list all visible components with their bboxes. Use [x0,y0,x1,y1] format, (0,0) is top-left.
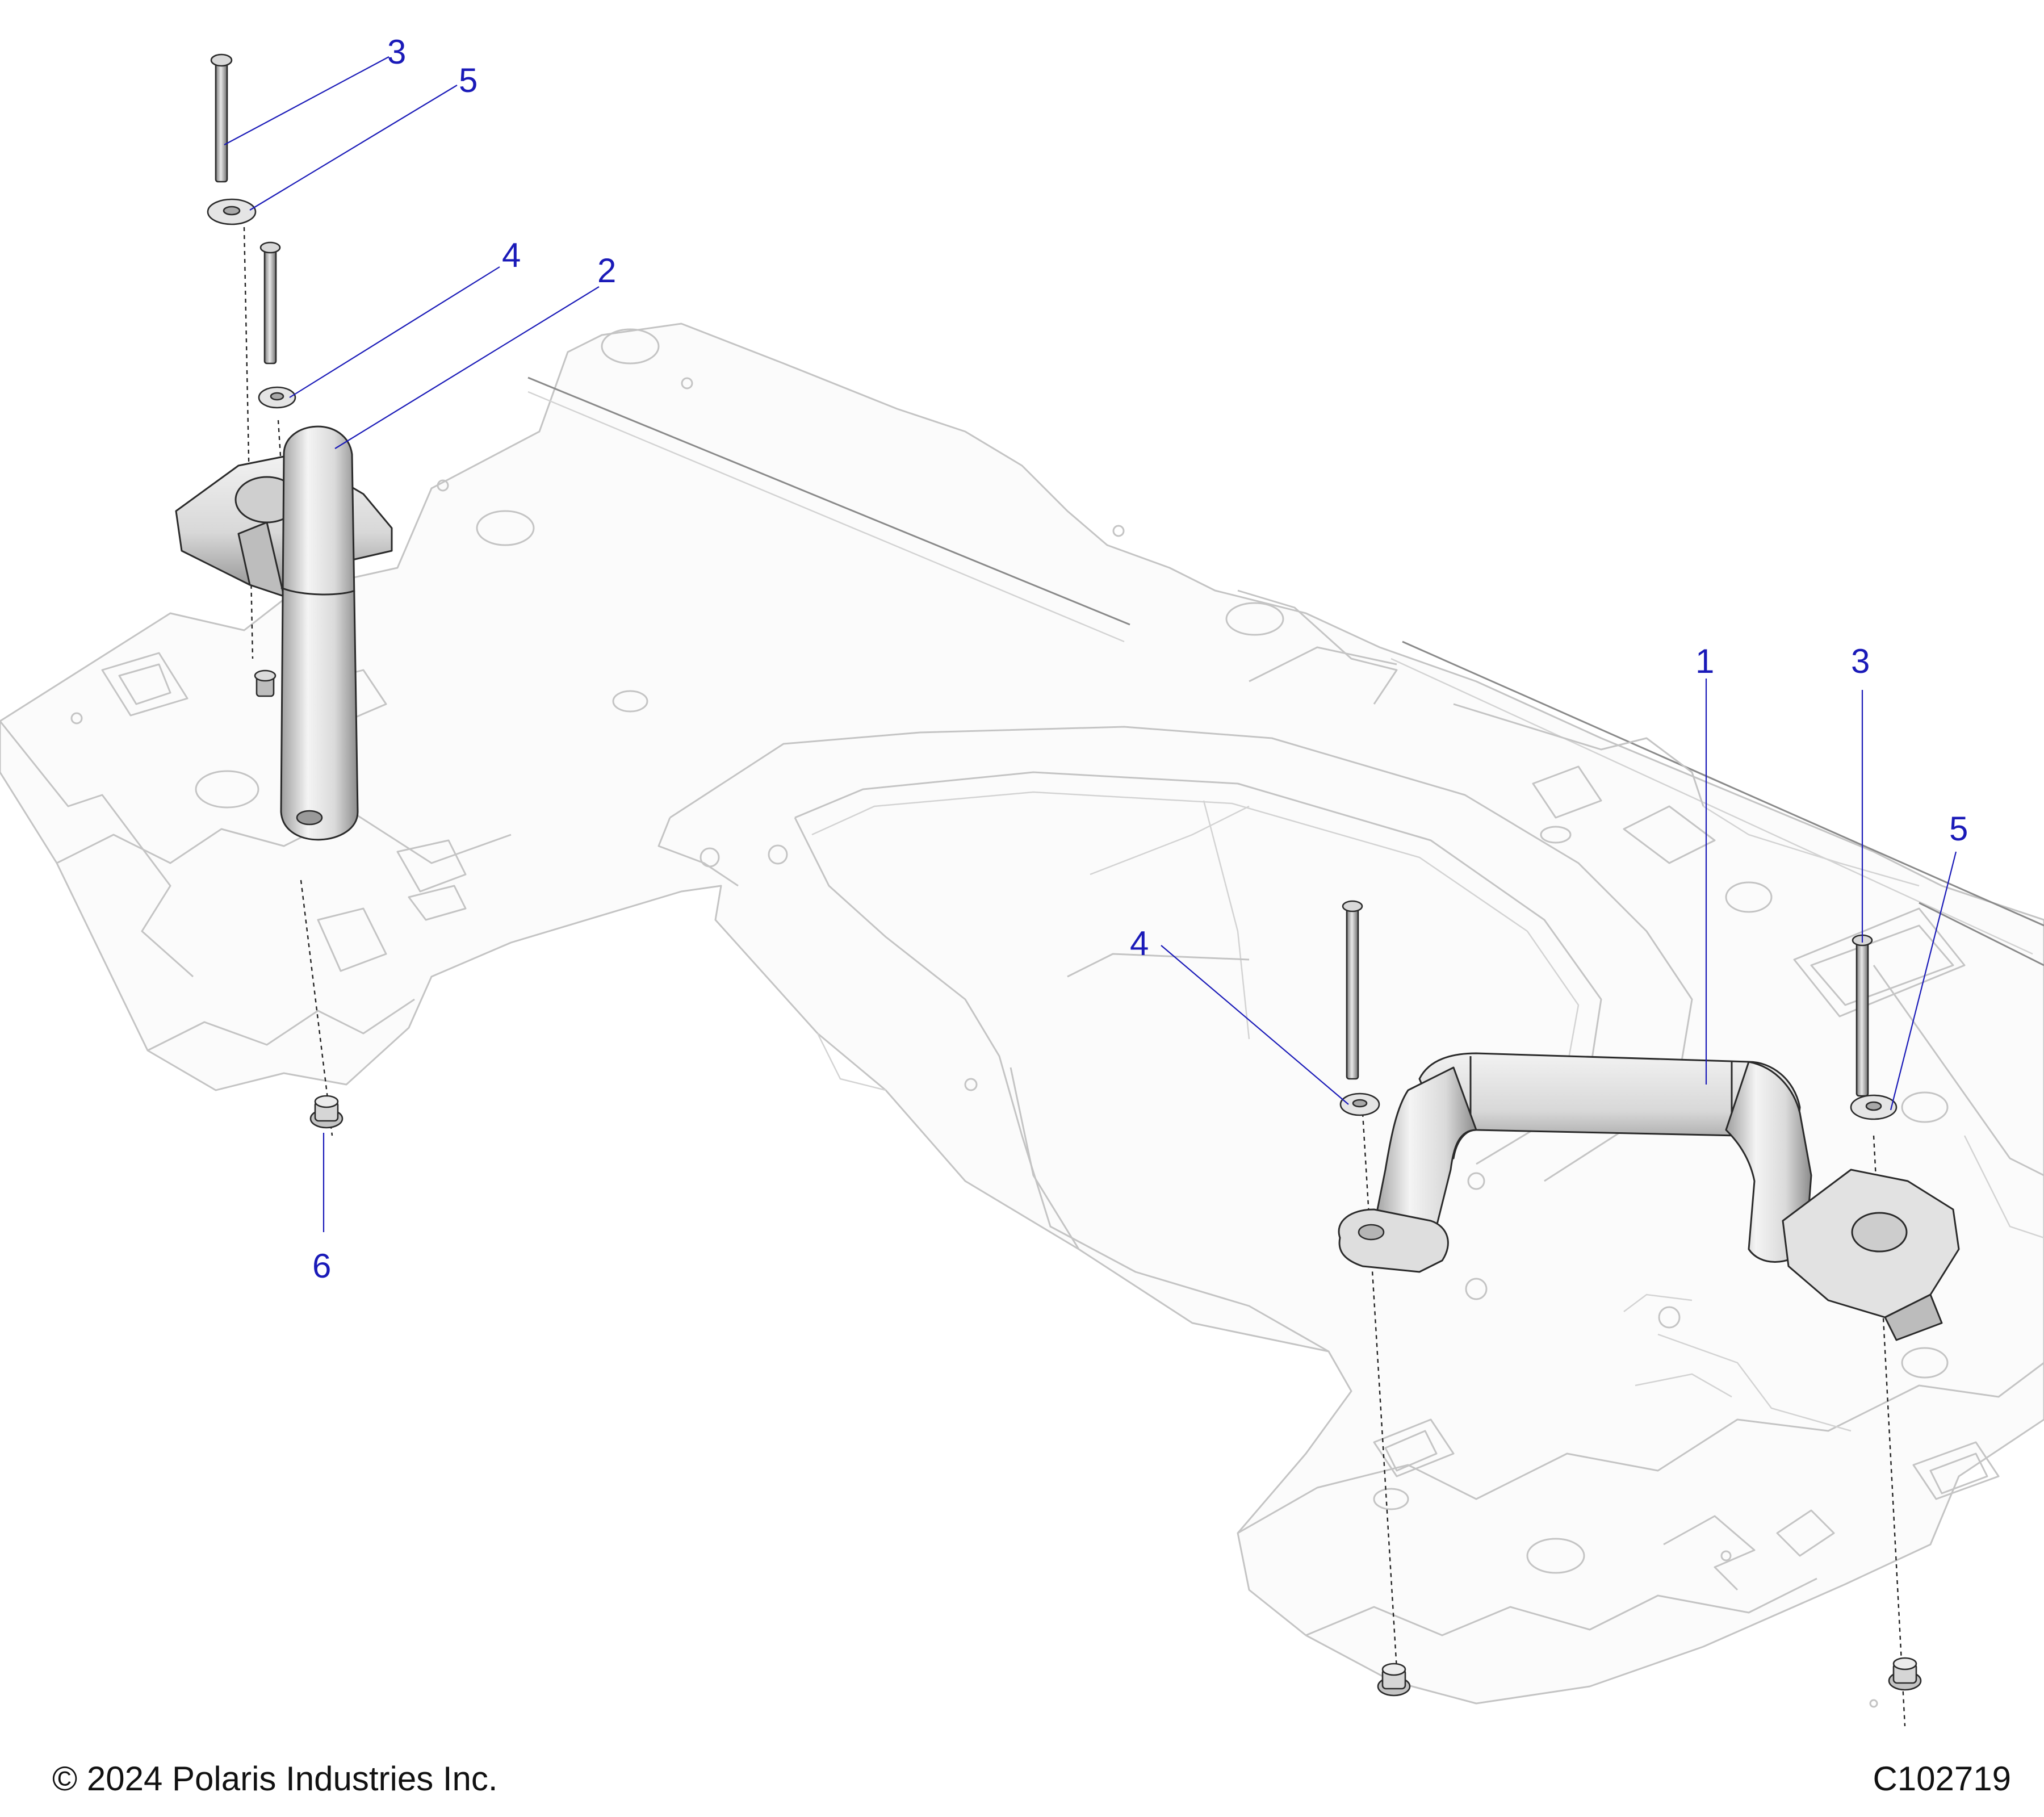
washer-upper-left [207,198,257,225]
nut-left-lower-pad [254,669,277,697]
flange-nut-right [1888,1657,1922,1691]
bolt-short-upper-left [259,241,281,365]
washer-small-upper-left [258,386,296,409]
bolt-long-upper-left [210,53,233,183]
washer-right [1850,1094,1898,1120]
rack-frame-ghost [0,323,2044,1708]
drawing-number: C102719 [1873,1760,2011,1798]
leader-lines [224,56,1957,1232]
callout-4-upper: 4 [502,236,521,274]
callout-5-top: 5 [459,61,478,99]
callout-1: 1 [1695,642,1714,680]
flange-nut-left [309,1095,344,1129]
callout-3-right: 3 [1851,642,1870,680]
callout-3-top: 3 [387,33,406,71]
grab-handle-right-part-1 [1338,1052,1960,1341]
washer-middle [1339,1092,1380,1116]
callout-4-middle: 4 [1130,924,1149,962]
callout-5-right: 5 [1949,810,1968,848]
copyright-notice: © 2024 Polaris Industries Inc. [52,1760,498,1798]
bolt-middle [1342,900,1363,1080]
callout-6: 6 [312,1247,331,1285]
callout-2: 2 [597,252,616,290]
flange-nut-middle [1377,1663,1411,1697]
callout-numbers: 3 5 4 2 1 3 5 4 6 [312,33,1968,1285]
grab-handle-left-part-2 [175,425,393,841]
